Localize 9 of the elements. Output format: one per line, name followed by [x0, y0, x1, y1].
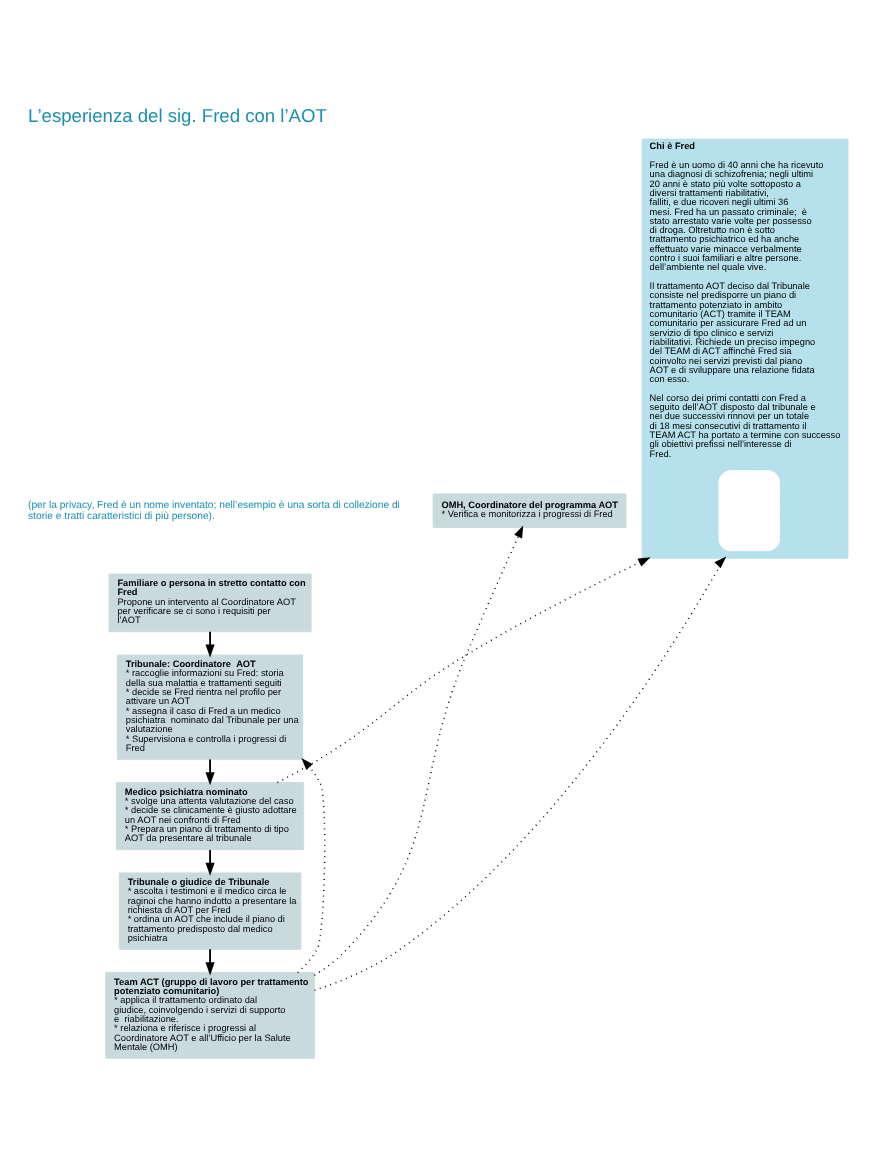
arrow	[205, 758, 215, 786]
arrow	[205, 849, 215, 876]
node-person	[718, 470, 780, 552]
arrow	[205, 630, 215, 658]
arrow	[276, 557, 651, 784]
arrow	[296, 757, 326, 974]
arrow	[205, 948, 215, 976]
diagram-title: L’esperienza del sig. Fred con l’AOT	[28, 106, 327, 127]
arrow	[313, 525, 524, 976]
